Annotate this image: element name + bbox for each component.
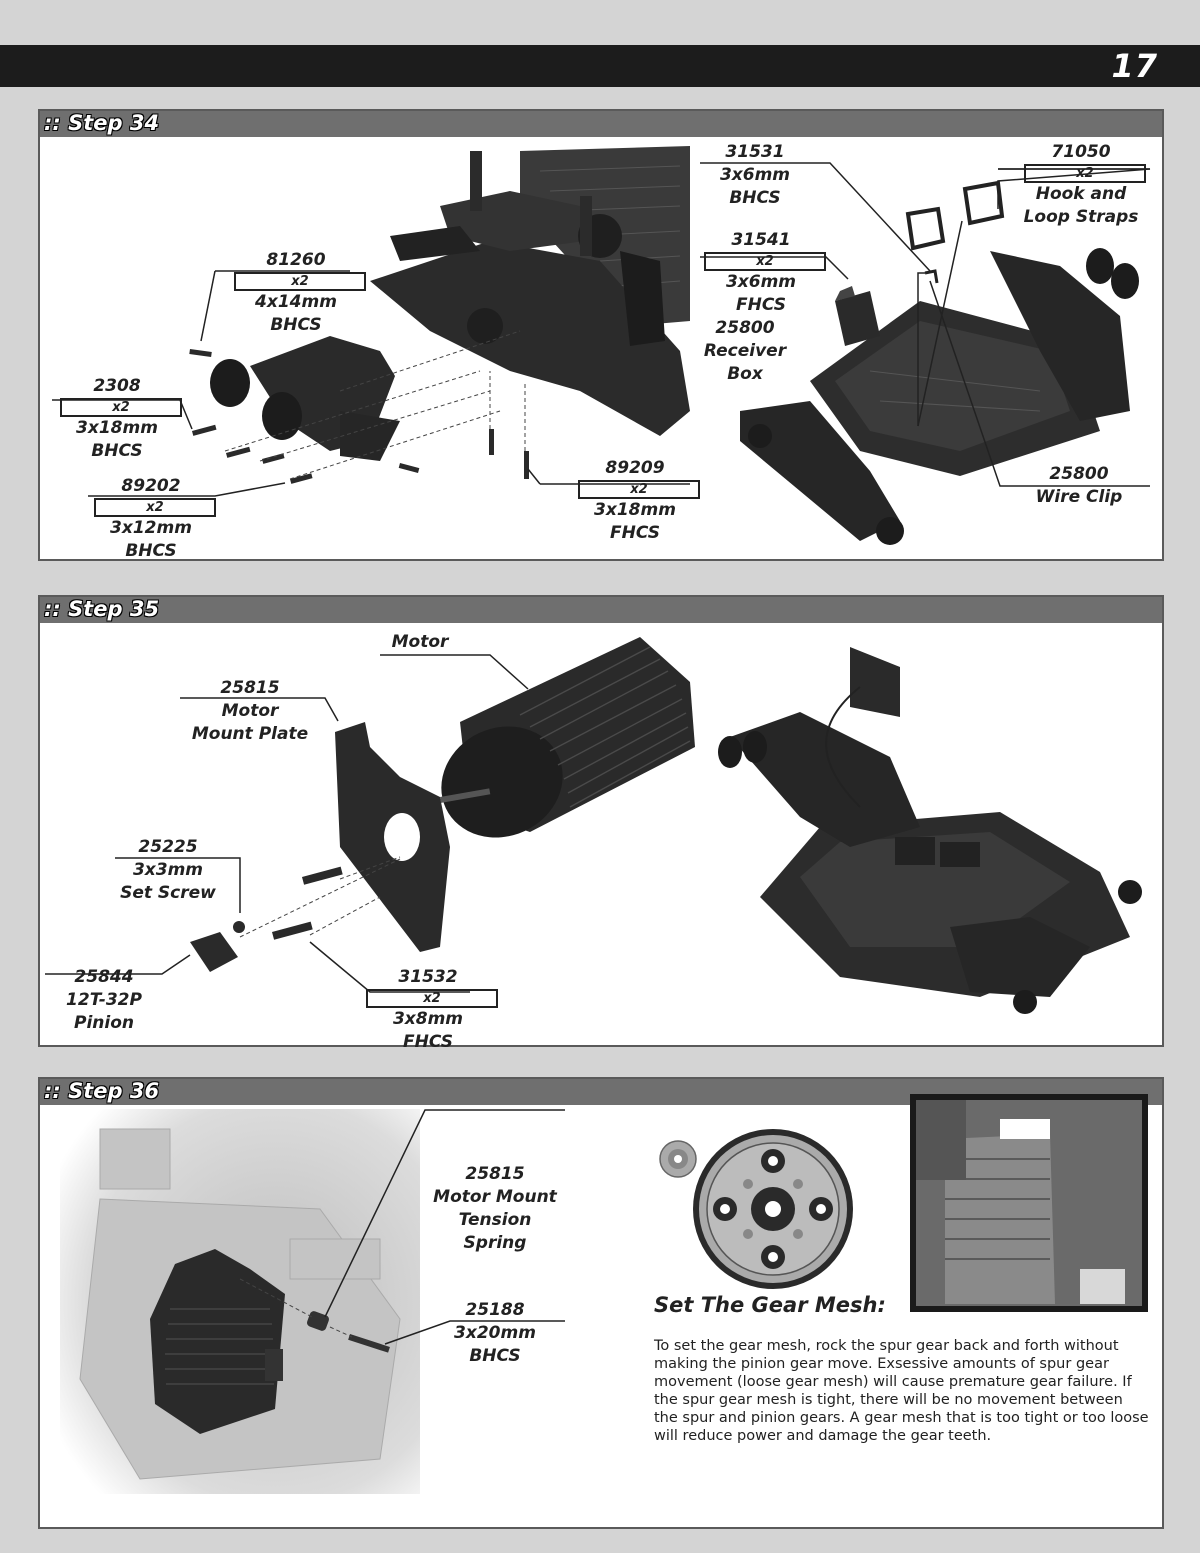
step-34-header: :: Step 34 [40, 111, 1162, 137]
gear-mesh-instructions: To set the gear mesh, rock the spur gear… [654, 1338, 1149, 1444]
step-36-title: :: Step 36 [44, 1079, 160, 1103]
step-36-illustration [60, 1094, 1148, 1494]
label-motor: Motor [391, 632, 449, 652]
gear-mesh-title: Set The Gear Mesh: [654, 1293, 886, 1317]
spur-gear-icon [693, 1129, 853, 1289]
step-35-title: :: Step 35 [44, 597, 160, 621]
step-34-panel: :: Step 34 [38, 109, 1164, 561]
step-35-header: :: Step 35 [40, 597, 1162, 623]
step-35-panel: :: Step 35 [38, 595, 1164, 1052]
step-34-illustration [52, 146, 1151, 545]
page-number: 17 [1111, 47, 1158, 85]
step-34-title: :: Step 34 [44, 111, 160, 135]
pinion-gear-icon [659, 1140, 697, 1178]
page-header-bar: 17 [0, 45, 1200, 87]
step-36-panel: :: Step 36 [38, 1077, 1164, 1529]
step-35-illustration [45, 637, 1142, 1014]
